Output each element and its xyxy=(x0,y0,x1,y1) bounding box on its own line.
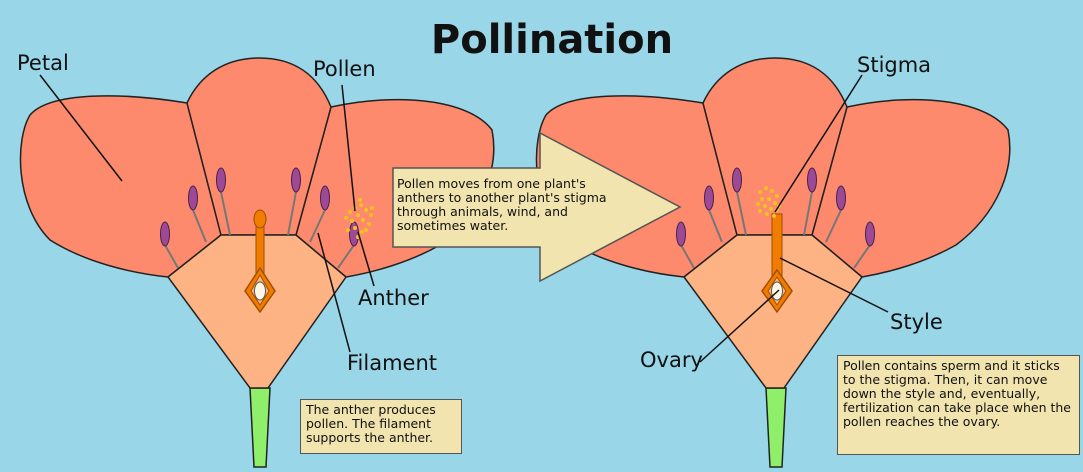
left-ovule xyxy=(255,282,266,300)
ovary-label: Ovary xyxy=(640,348,703,372)
left-note: The anther produces pollen. The filament… xyxy=(300,399,462,454)
right-stem xyxy=(766,388,786,467)
right-note: Pollen contains sperm and it sticks to t… xyxy=(837,355,1080,455)
left-stem xyxy=(250,388,270,467)
anther-label: Anther xyxy=(358,286,429,310)
stigma-label: Stigma xyxy=(857,53,931,77)
arrow-text: Pollen moves from one plant's anthers to… xyxy=(397,177,622,233)
style-label: Style xyxy=(890,310,943,334)
pollen-label: Pollen xyxy=(313,57,376,81)
diagram-title: Pollination xyxy=(431,17,673,63)
petal-label: Petal xyxy=(17,51,69,75)
left-stigma xyxy=(254,210,266,228)
filament-label: Filament xyxy=(347,351,437,375)
